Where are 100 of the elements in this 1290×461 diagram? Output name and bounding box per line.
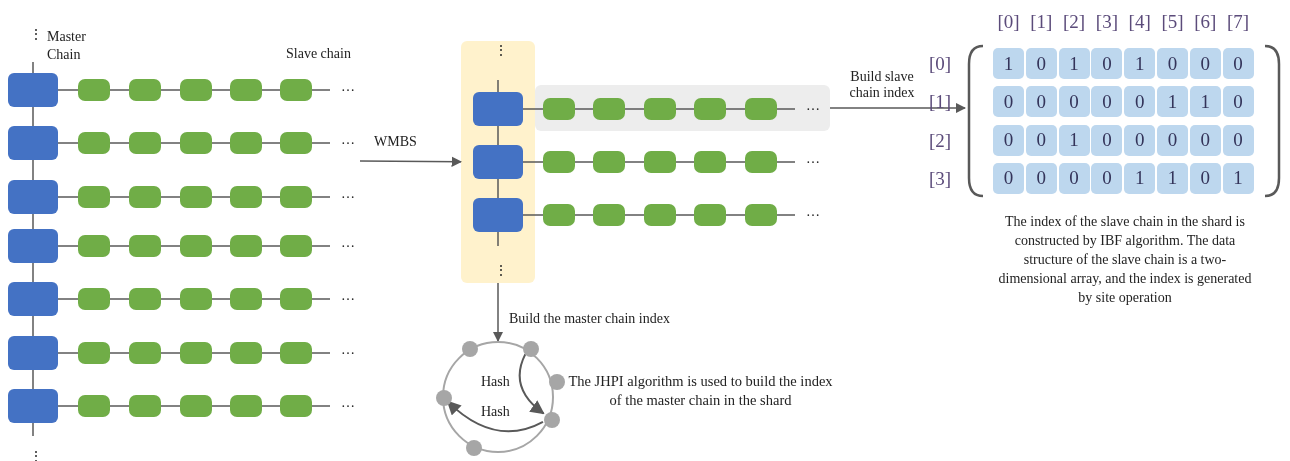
connector-line xyxy=(57,352,79,354)
index-matrix xyxy=(965,44,1283,198)
matrix-cell: 1 xyxy=(993,48,1024,79)
slave-block xyxy=(180,342,212,364)
connector-line xyxy=(160,196,181,198)
slave-block xyxy=(644,204,676,226)
connector-line xyxy=(57,298,79,300)
slave-block xyxy=(230,342,262,364)
slave-block xyxy=(280,395,312,417)
edge-label: Hash xyxy=(481,404,510,420)
slave-block xyxy=(129,132,161,154)
slave-block xyxy=(230,288,262,310)
arrow xyxy=(359,156,463,167)
description-text: The index of the slave chain in the shard is constructed by IBF algorithm. The data structure of the slave chain is a two-dimensional array, and the index is generated by site operation xyxy=(997,213,1253,307)
matrix-cell: 0 xyxy=(1025,48,1057,79)
index-label: [4] xyxy=(1127,10,1152,34)
slave-block xyxy=(129,288,161,310)
slave-block xyxy=(180,132,212,154)
connector-line xyxy=(160,405,181,407)
index-label: [6] xyxy=(1193,10,1218,34)
master-block xyxy=(8,282,58,316)
ring-node xyxy=(544,412,560,428)
connector-line xyxy=(32,159,34,181)
matrix-cell: 1 xyxy=(1124,162,1156,194)
connector-line xyxy=(624,214,645,216)
matrix-cell: 1 xyxy=(1124,48,1156,79)
edge-label: Hash xyxy=(481,374,510,390)
matrix-cell: 0 xyxy=(993,86,1024,118)
connector-line xyxy=(109,352,130,354)
slave-block xyxy=(745,98,777,120)
slave-block xyxy=(644,151,676,173)
ellipsis-mark: … xyxy=(341,79,355,95)
master-block xyxy=(8,389,58,423)
connector-line xyxy=(109,196,130,198)
matrix-cell: 0 xyxy=(1091,48,1123,79)
slave-block xyxy=(180,395,212,417)
connector-line xyxy=(32,315,34,337)
index-label: [1] xyxy=(927,90,953,115)
connector-line xyxy=(574,214,594,216)
connector-line xyxy=(211,142,231,144)
connector-line xyxy=(261,142,281,144)
index-label: [0] xyxy=(996,10,1021,34)
slave-block xyxy=(78,395,110,417)
matrix-cell: 0 xyxy=(1091,124,1123,156)
slave-block xyxy=(129,395,161,417)
connector-line xyxy=(261,298,281,300)
slave-block xyxy=(694,204,726,226)
connector-line xyxy=(32,369,34,390)
connector-line xyxy=(32,422,34,437)
connector-line xyxy=(160,352,181,354)
ellipsis-mark: ⋮ xyxy=(494,262,508,280)
slave-block xyxy=(745,151,777,173)
matrix-cell: 0 xyxy=(1091,86,1123,118)
connector-line xyxy=(311,89,331,91)
row-highlight xyxy=(535,85,830,131)
master-block xyxy=(8,126,58,160)
arrow xyxy=(518,353,545,415)
master-block xyxy=(473,145,523,179)
connector-line xyxy=(32,262,34,283)
connector-line xyxy=(160,245,181,247)
matrix-cell: 1 xyxy=(1157,86,1188,118)
slave-block xyxy=(180,79,212,101)
connector-line xyxy=(725,161,746,163)
matrix-cell: 0 xyxy=(993,124,1024,156)
index-label: [0] xyxy=(927,52,953,76)
slave-block xyxy=(280,235,312,257)
matrix-cell: 0 xyxy=(1222,48,1254,79)
connector-line xyxy=(32,213,34,230)
connector-line xyxy=(497,79,499,93)
description-text: The JHPI algorithm is used to build the index of the master chain in the shard xyxy=(568,372,833,410)
index-label: [3] xyxy=(1094,10,1119,34)
connector-line xyxy=(311,352,331,354)
slave-block xyxy=(78,79,110,101)
slave-block xyxy=(230,79,262,101)
connector-line xyxy=(776,108,796,110)
connector-line xyxy=(311,142,331,144)
slave-block xyxy=(180,288,212,310)
connector-line xyxy=(109,298,130,300)
connector-line xyxy=(522,161,544,163)
ring-node xyxy=(549,374,565,390)
ellipsis-mark: ⋮ xyxy=(494,42,508,60)
master-block xyxy=(8,336,58,370)
connector-line xyxy=(675,161,695,163)
connector-line xyxy=(497,231,499,247)
slave-block xyxy=(230,132,262,154)
matrix-cell: 0 xyxy=(1058,162,1090,194)
matrix-cell: 0 xyxy=(1222,124,1254,156)
master-block xyxy=(473,92,523,126)
ellipsis-mark: … xyxy=(806,204,820,220)
connector-line xyxy=(211,352,231,354)
connector-line xyxy=(311,245,331,247)
index-label: [3] xyxy=(927,166,953,191)
ellipsis-mark: … xyxy=(341,395,355,411)
arrow xyxy=(492,282,504,343)
connector-line xyxy=(725,214,746,216)
ellipsis-mark: … xyxy=(341,186,355,202)
master-block xyxy=(8,229,58,263)
ellipsis-mark: ⋮ xyxy=(29,26,43,44)
slave-block xyxy=(745,204,777,226)
slave-block xyxy=(280,342,312,364)
